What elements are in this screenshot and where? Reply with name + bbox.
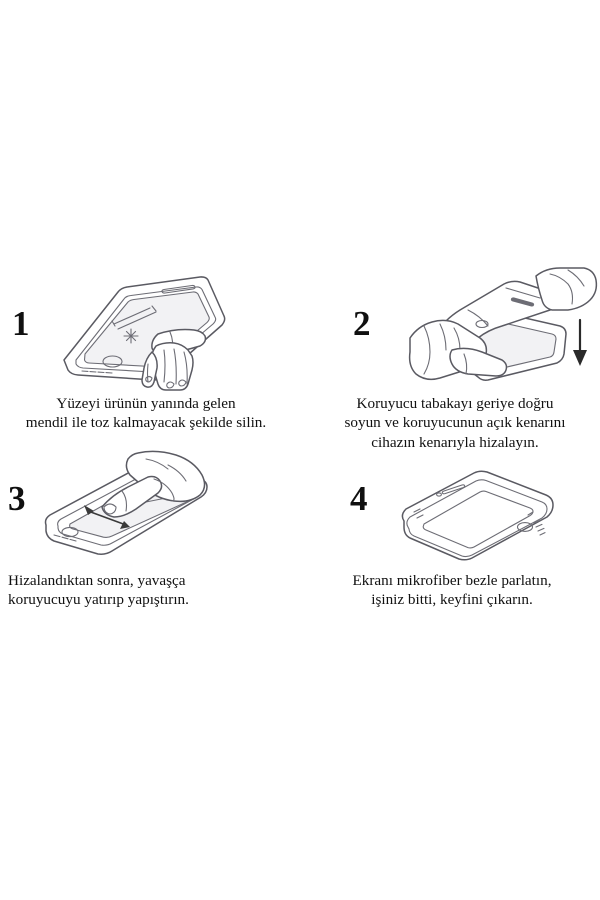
step-1: 1 xyxy=(0,268,300,453)
step-number: 1 xyxy=(12,304,30,343)
alignment-arrow-icon xyxy=(84,505,130,529)
step-caption: Ekranı mikrofiber bezle parlatın, işiniz… xyxy=(352,572,552,609)
down-arrow-icon xyxy=(573,318,587,366)
step-number: 3 xyxy=(8,479,26,518)
step-caption: Koruyucu tabakayı geriye doğru soyun ve … xyxy=(344,395,566,451)
step-2: 2 xyxy=(300,267,600,453)
step-3: 3 xyxy=(0,450,300,638)
finished-clean-phone-illustration xyxy=(390,465,570,565)
phone-wipe-with-cloth-illustration xyxy=(52,272,252,391)
step-4: 4 xyxy=(300,453,600,638)
step-caption: Hizalandıktan sonra, yavaşça koruyucuyu … xyxy=(8,572,189,609)
step-caption: Yüzeyi ürünün yanında gelen mendil ile t… xyxy=(25,395,267,432)
steps-grid: 1 xyxy=(0,267,600,638)
step-number: 4 xyxy=(350,479,368,518)
press-protector-down-illustration xyxy=(40,450,240,568)
peel-protective-layer-illustration xyxy=(408,267,600,390)
step-number: 2 xyxy=(353,304,371,343)
